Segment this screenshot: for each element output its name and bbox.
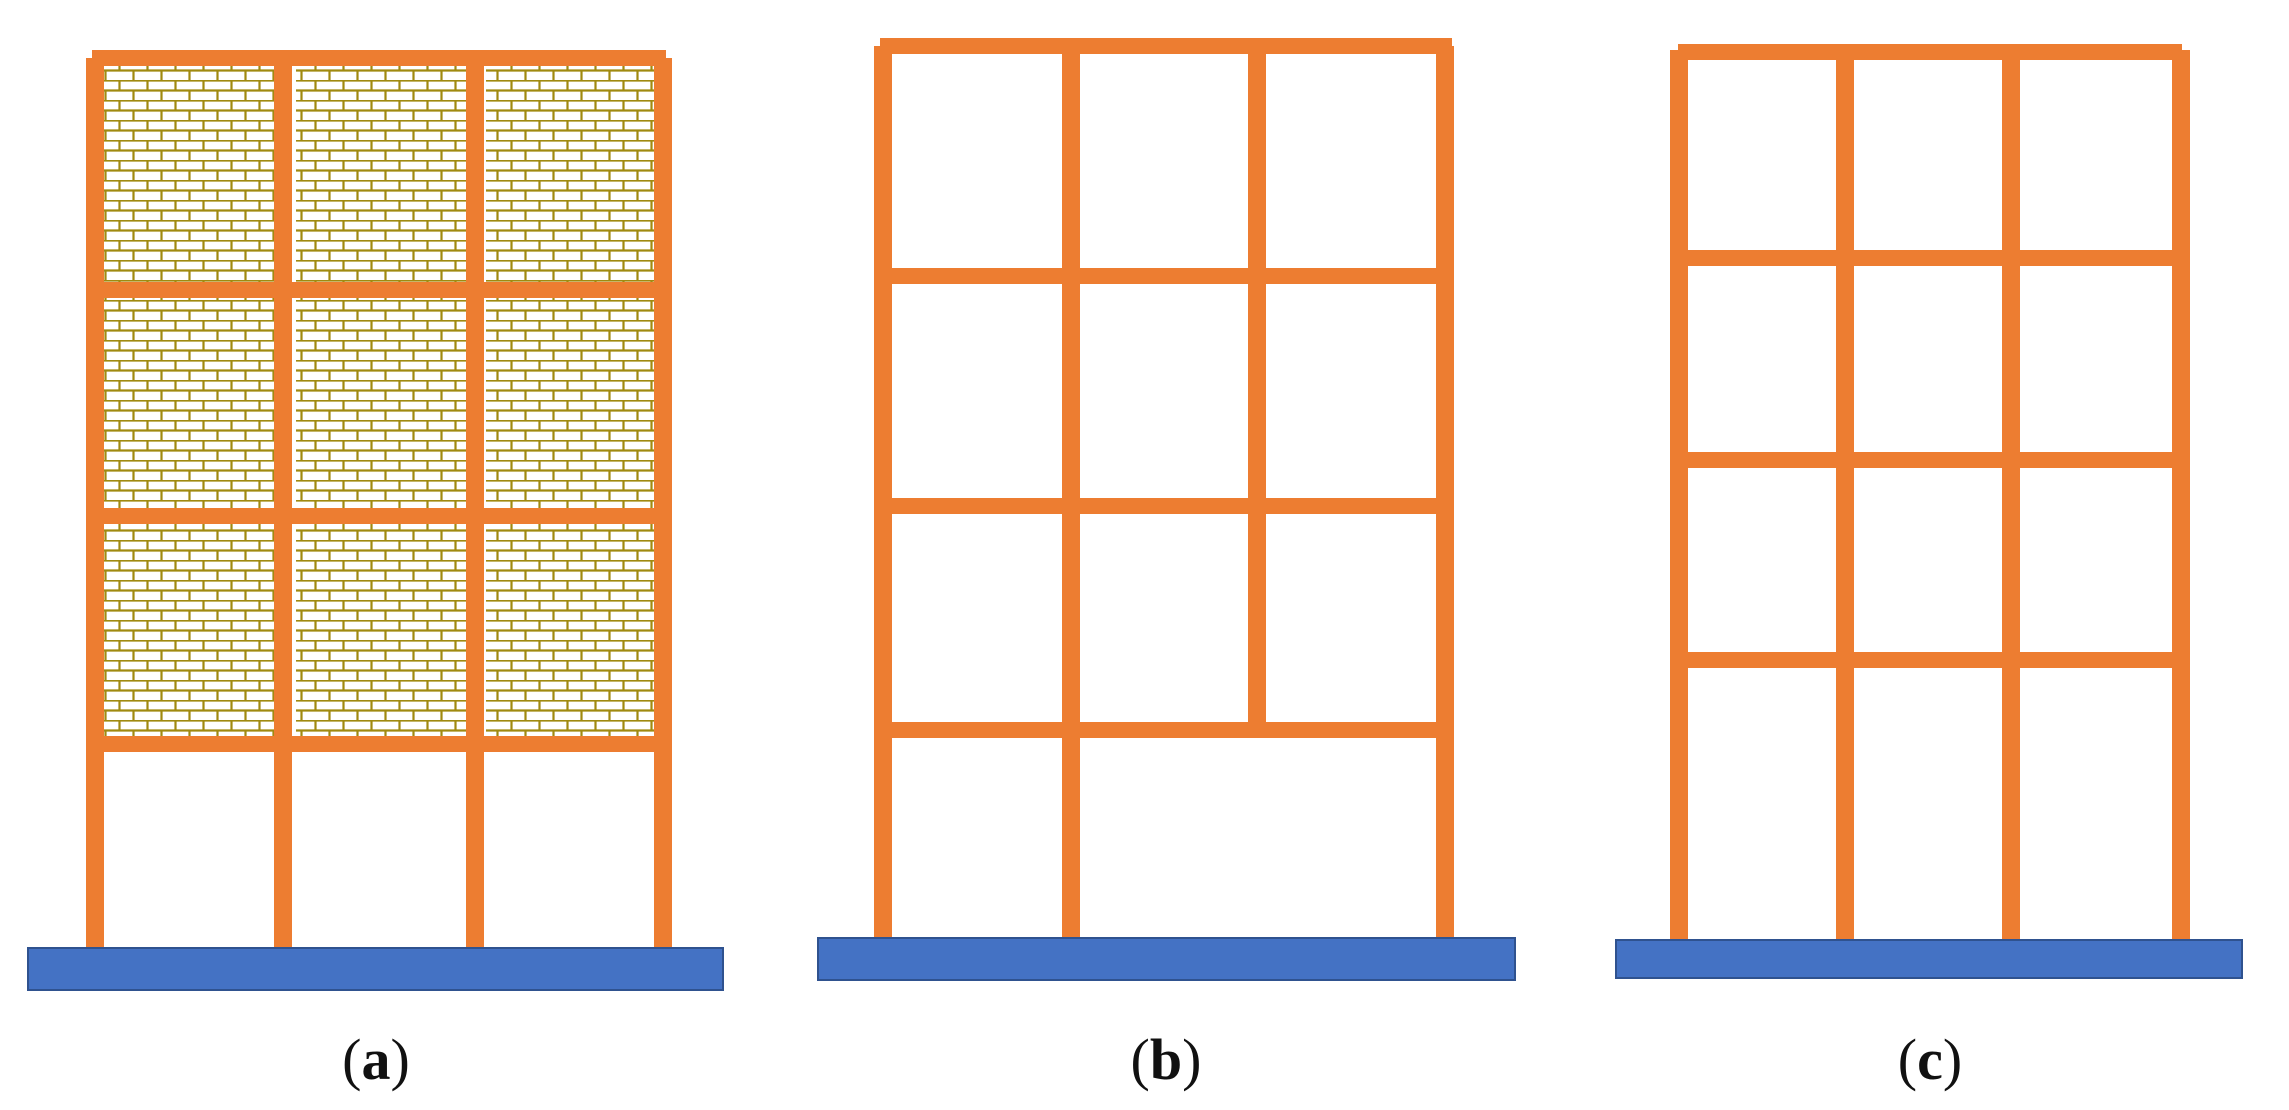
- beam: [92, 736, 666, 752]
- foundation-slab: [27, 947, 724, 991]
- column: [1836, 50, 1854, 940]
- column: [2172, 50, 2190, 940]
- caption-a-label: a: [361, 1027, 391, 1092]
- caption-c-label: c: [1917, 1027, 1943, 1092]
- column: [1062, 46, 1080, 938]
- column: [2002, 50, 2020, 940]
- beam: [1678, 44, 2182, 60]
- panel-c-bare-frame: [1615, 44, 2243, 979]
- caption-b-label: b: [1149, 1027, 1183, 1092]
- column: [874, 46, 892, 938]
- panel-b-bare-frame: [817, 38, 1516, 981]
- column: [86, 58, 104, 948]
- beam: [1678, 250, 2182, 266]
- beam: [880, 722, 1452, 738]
- masonry-infill-wall: [296, 298, 466, 508]
- beam: [92, 282, 666, 298]
- caption-c: (c): [1897, 1027, 1963, 1092]
- column: [1436, 46, 1454, 938]
- caption-b: (b): [1130, 1027, 1202, 1092]
- panel-a-infilled-frame: [27, 50, 724, 991]
- masonry-infill-wall: [296, 66, 466, 282]
- foundation-slab: [817, 937, 1516, 981]
- column: [1670, 50, 1688, 940]
- masonry-infill-wall: [486, 298, 654, 508]
- beam: [880, 498, 1452, 514]
- beam: [92, 50, 666, 66]
- foundation-slab: [1615, 939, 2243, 979]
- masonry-infill-wall: [104, 66, 274, 282]
- masonry-infill-wall: [104, 298, 274, 508]
- masonry-infill-wall: [296, 524, 466, 736]
- masonry-infill-wall: [104, 524, 274, 736]
- beam: [1678, 652, 2182, 668]
- beam: [92, 508, 666, 524]
- column: [654, 58, 672, 948]
- column: [466, 58, 484, 948]
- beam: [880, 38, 1452, 54]
- beam: [880, 268, 1452, 284]
- column: [274, 58, 292, 948]
- masonry-infill-wall: [486, 524, 654, 736]
- column: [1248, 46, 1266, 730]
- caption-a: (a): [342, 1027, 410, 1092]
- masonry-infill-wall: [486, 66, 654, 282]
- beam: [1678, 452, 2182, 468]
